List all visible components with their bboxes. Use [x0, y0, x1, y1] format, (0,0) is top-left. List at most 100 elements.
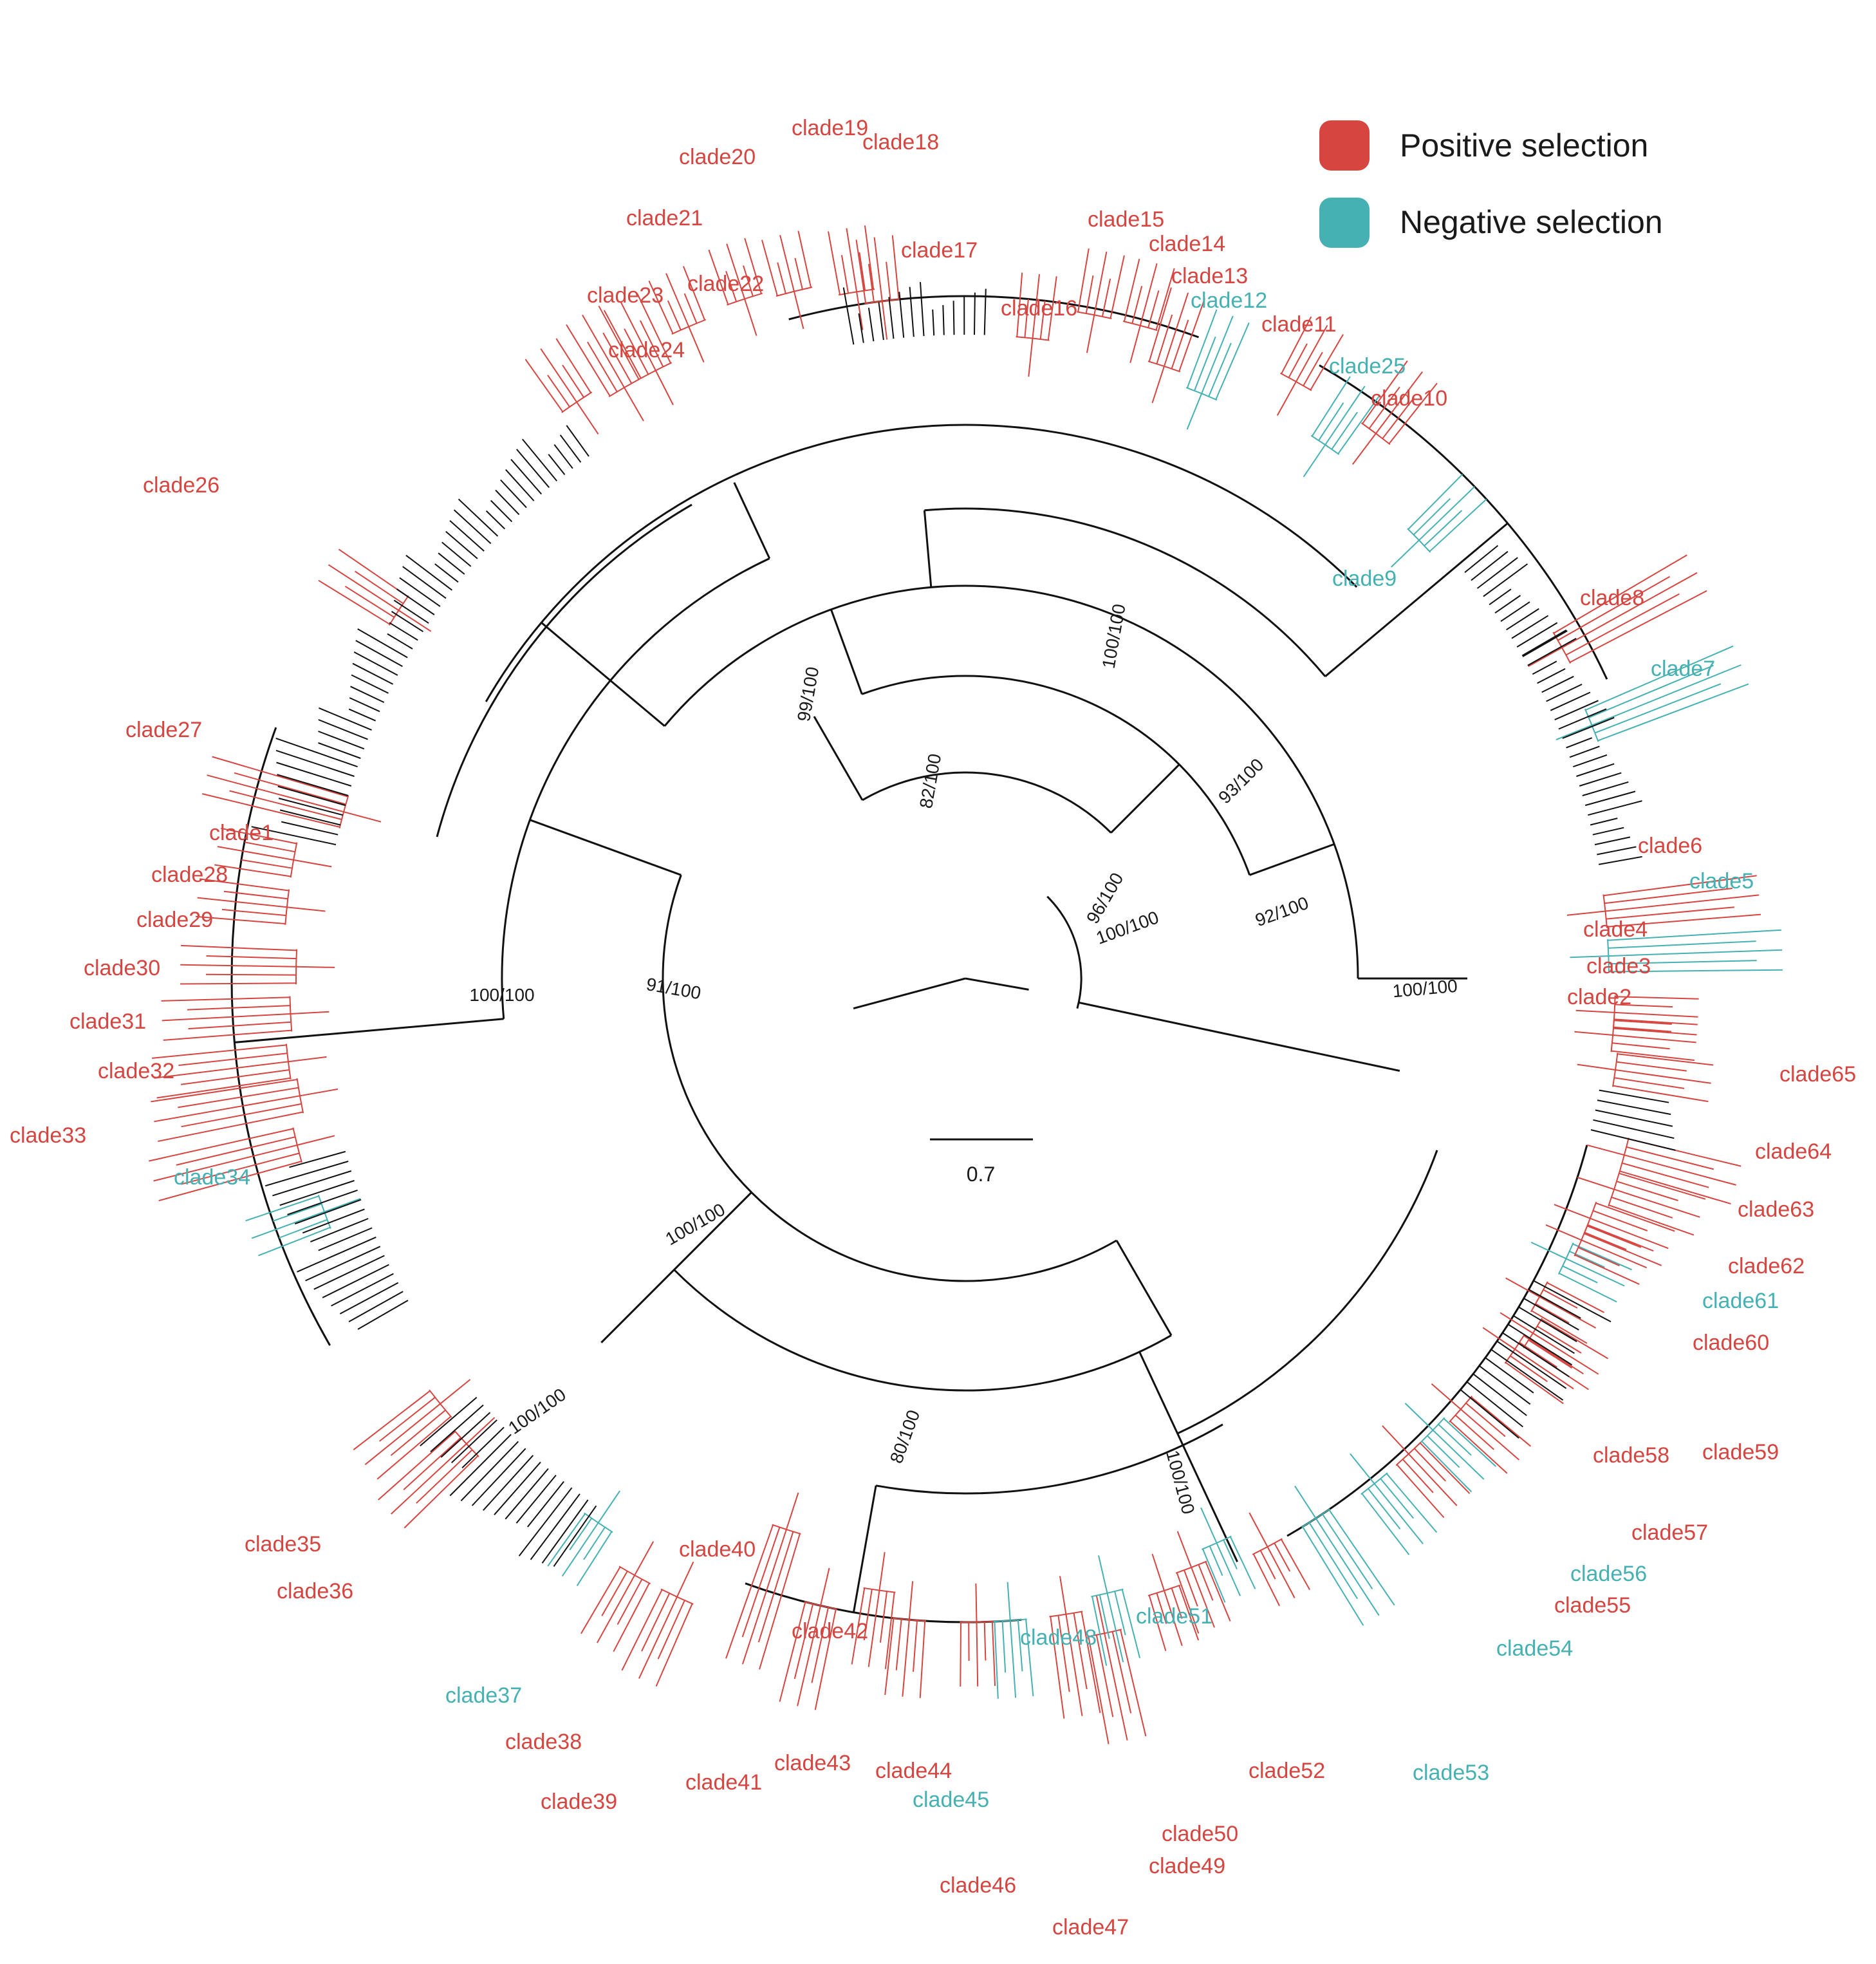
clade-branches-clade4: [1575, 995, 1699, 1036]
leaf: [352, 662, 394, 685]
clade-node: [1552, 631, 1572, 664]
clade-node: [1395, 1441, 1422, 1466]
clade-leaf: [1414, 1448, 1446, 1482]
clade-stem: [881, 301, 888, 340]
clade-leaf: [1164, 292, 1189, 367]
clade-branches-clade27: [201, 756, 382, 828]
leaf: [932, 309, 935, 336]
clade-stem: [1151, 1553, 1165, 1591]
leaf: [449, 1434, 512, 1497]
clade-leaf: [1114, 1591, 1126, 1636]
clade-leaf: [1315, 1518, 1380, 1616]
backbone-arc: [485, 424, 1358, 702]
clade-stem: [793, 291, 804, 330]
clade-branches-clade62: [1545, 1223, 1654, 1286]
leaf: [434, 563, 459, 583]
clade-node: [1608, 1172, 1621, 1207]
clade-branches-clade21: [648, 266, 707, 363]
clade-leaf: [1274, 1542, 1291, 1572]
clade-branches-clade63: [1554, 1201, 1675, 1266]
backbone-arc: [662, 874, 1117, 1282]
leaf: [500, 479, 527, 509]
clade-leaf: [891, 235, 900, 300]
clade-stem: [1249, 1512, 1268, 1548]
clade-leaf: [1541, 1318, 1609, 1360]
clade-leaf: [1016, 272, 1023, 337]
clade-stem: [1028, 338, 1034, 377]
clade-leaf: [648, 280, 674, 334]
neutral-leaves: [1460, 1280, 1611, 1439]
clade-branches-clade60: [1505, 1277, 1604, 1344]
leaf: [1599, 1089, 1669, 1103]
clade-label: clade36: [277, 1579, 353, 1604]
clade-branches-clade64: [1577, 1172, 1706, 1236]
clade-leaf: [1065, 1614, 1083, 1716]
clade-leaf: [1259, 1550, 1276, 1580]
clade-leaf: [562, 364, 584, 398]
legend-positive-swatch: [1319, 120, 1370, 171]
clade-label: clade34: [174, 1165, 250, 1190]
clade-leaf: [1178, 1585, 1200, 1641]
clade-leaf: [207, 774, 344, 813]
clade-label: clade32: [98, 1059, 174, 1083]
clade-branches-clade46: [1049, 1576, 1101, 1719]
clade-leaf: [1123, 258, 1140, 322]
leaf: [1485, 1357, 1534, 1394]
clade-label: clade54: [1496, 1636, 1573, 1661]
leaf: [495, 489, 520, 516]
clade-leaf: [1615, 1069, 1711, 1084]
clade-leaf: [1099, 1595, 1110, 1640]
backbone-arc: [436, 503, 692, 837]
clade-leaf: [180, 1152, 300, 1185]
clade-stem: [634, 1541, 655, 1576]
clade-label: clade23: [587, 283, 664, 308]
clade-branches-clade22: [603, 293, 674, 406]
clade-leaf: [1608, 1204, 1695, 1236]
clade-leaf: [1569, 1250, 1605, 1268]
leaf: [1476, 557, 1518, 589]
clade-leaf: [1328, 1509, 1395, 1606]
clade-leaf: [178, 1087, 299, 1108]
clade-leaf: [976, 1622, 979, 1687]
clade-leaf: [1091, 1596, 1108, 1666]
clade-branches-clade35: [353, 1379, 471, 1480]
backbone-branch: [600, 1192, 752, 1343]
clade-leaf: [1590, 1217, 1669, 1249]
clade-branches-clade25: [1303, 376, 1380, 478]
backbone-branch: [733, 482, 771, 559]
clade-stem: [324, 1198, 361, 1213]
clade-leaf: [1104, 1633, 1128, 1741]
leaf: [387, 633, 413, 650]
clade-stem: [785, 1492, 799, 1530]
clade-leaf: [613, 1582, 650, 1652]
clade-branches-clade58: [1482, 1327, 1584, 1405]
clade-leaf: [1510, 1355, 1548, 1383]
clade-stem: [576, 402, 599, 435]
clade-label: clade65: [1779, 1062, 1856, 1087]
support-value: 100/100: [1099, 603, 1129, 670]
clade-leaf: [353, 1390, 431, 1450]
leaf: [349, 697, 380, 713]
leaf: [277, 785, 346, 807]
clade-leaf: [655, 1603, 693, 1687]
clade-node: [804, 1601, 837, 1610]
backbone-branch: [234, 1018, 504, 1043]
clade-leaf: [180, 1069, 290, 1085]
leaf: [1573, 754, 1608, 768]
clade-leaf: [859, 252, 866, 291]
clade-leaf: [811, 1607, 829, 1683]
clade-branches-clade47: [1087, 1595, 1147, 1744]
clade-stem: [688, 326, 705, 363]
clade-stem: [1350, 1453, 1375, 1484]
leaf: [318, 742, 361, 759]
backbone-branch: [852, 1485, 877, 1613]
clade-leaf: [1614, 1011, 1698, 1018]
tree-backbone: [230, 295, 1608, 1623]
clade-branches-clade11: [1276, 316, 1344, 416]
clade-leaf: [229, 790, 342, 820]
clade-branches-clade49: [1147, 1553, 1200, 1651]
clade-stem: [1505, 1277, 1540, 1298]
support-value: 100/100: [505, 1384, 570, 1437]
clade-node: [292, 1127, 302, 1163]
clade-stem: [1574, 1031, 1613, 1036]
